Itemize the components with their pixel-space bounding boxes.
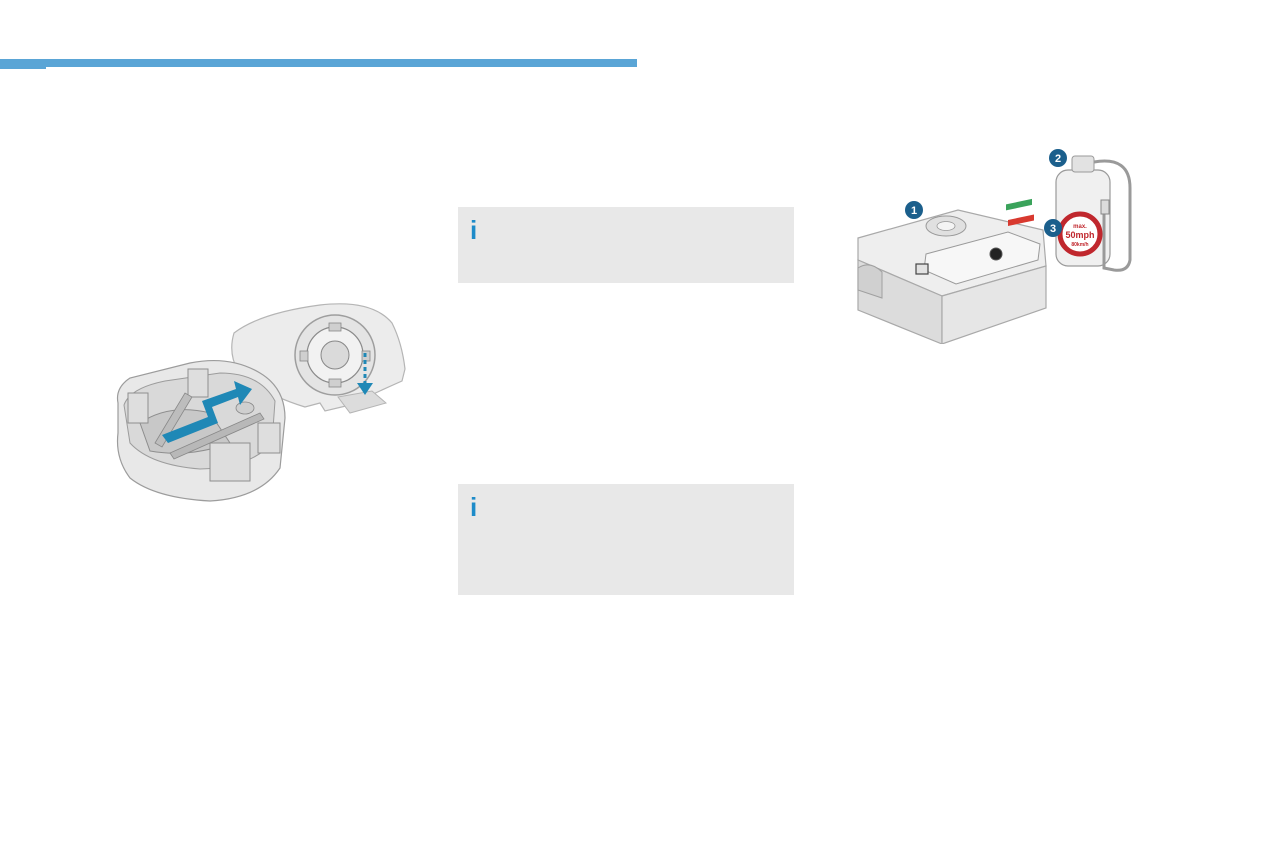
bottle-label-top: max. [1073,224,1087,230]
cover-tab-bottom [328,378,342,388]
cover-tab-top [328,322,342,332]
bottle-label-main: 50mph [1065,230,1094,240]
insert-arrow [162,381,252,443]
info-icon: i [470,215,478,245]
header-rule [0,59,637,67]
tray-tool [154,392,193,448]
callout-badge-3 [1044,219,1062,237]
callout-number-3: 3 [1050,223,1056,235]
storage-tray-illustration [116,303,406,502]
info-note-box-1: i [458,207,794,283]
compressor-dial-inner [936,221,956,231]
tray-block-1 [127,392,149,424]
callout-number-2: 2 [1055,153,1061,165]
tray-knob [235,401,255,415]
callout-badge-1 [905,201,923,219]
cover-tab-left [299,350,309,362]
header-rule-tick [0,67,46,69]
tray-block-2 [187,368,209,398]
repair-kit-illustration: max. 50mph 80km/h 1 2 3 [857,149,1132,344]
panel-green-strip [1006,198,1032,211]
cover-hub [320,340,350,370]
info-note-box-2: i [458,484,794,595]
callout-badge-2 [1049,149,1067,167]
info-icon: i [470,492,478,522]
tray-block-3 [209,442,251,482]
power-switch [915,263,929,275]
bottle-hose [1093,159,1132,272]
dashed-arrow-head [357,383,373,395]
tray-block-4 [257,422,281,454]
cover-flap [337,390,388,414]
bottle-neck [1071,155,1095,173]
compressor-notch [857,264,883,299]
callout-number-1: 1 [911,205,917,217]
hose-connector [1100,199,1110,215]
gauge [989,247,1003,261]
bottle-label-sub: 80km/h [1071,242,1088,248]
bottle-label-ring [1057,211,1103,257]
compressor-side [941,265,1047,344]
tray-bar [169,412,265,460]
panel-red-strip [1008,214,1034,226]
